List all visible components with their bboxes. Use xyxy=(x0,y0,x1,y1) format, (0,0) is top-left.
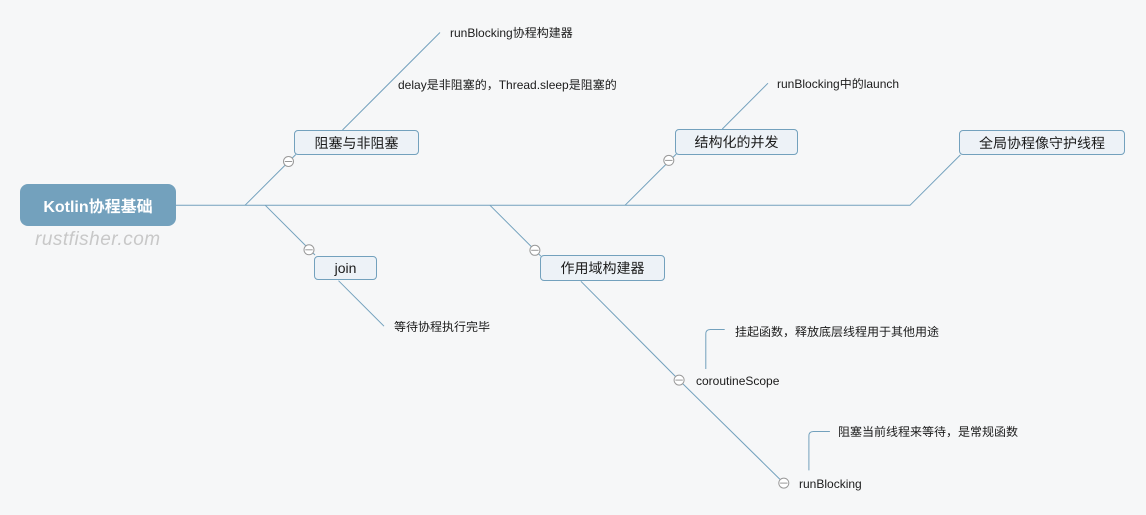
branch-node-join[interactable]: join xyxy=(314,256,377,280)
text-node-suspend-releases-thread[interactable]: 挂起函数，释放底层线程用于其他用途 xyxy=(735,324,940,339)
connector-children-structured xyxy=(721,82,769,130)
branch-node-scope-builders[interactable]: 作用域构建器 xyxy=(540,255,665,281)
collapse-icon-coroutinescope[interactable] xyxy=(673,374,685,386)
connector-elbow-runblocking xyxy=(808,431,830,471)
watermark: rustfisher.com xyxy=(35,229,161,250)
collapse-icon-structured[interactable] xyxy=(663,154,675,166)
connector-spine xyxy=(176,154,961,206)
collapse-icon-blocking[interactable] xyxy=(283,156,294,167)
branch-node-blocking-vs-nonblocking[interactable]: 阻塞与非阻塞 xyxy=(294,130,419,155)
collapse-icon-runblocking[interactable] xyxy=(778,477,790,489)
collapse-icon-scope[interactable] xyxy=(529,244,541,256)
branch-node-structured-concurrency[interactable]: 结构化的并发 xyxy=(675,129,798,155)
text-node-runblocking-scope[interactable]: runBlocking xyxy=(799,477,862,491)
collapse-icon-join[interactable] xyxy=(303,244,315,256)
root-node[interactable]: Kotlin协程基础 xyxy=(20,184,176,226)
text-node-runblocking-launch[interactable]: runBlocking中的launch xyxy=(777,77,900,91)
connector-children-blocking xyxy=(342,32,441,131)
connector-elbow-coroutinescope xyxy=(705,329,725,369)
text-node-join-waits-completion[interactable]: 等待协程执行完毕 xyxy=(394,319,491,334)
branch-node-global-coroutine-daemon[interactable]: 全局协程像守护线程 xyxy=(959,130,1125,155)
text-node-delay-nonblocking[interactable]: delay是非阻塞的，Thread.sleep是阻塞的 xyxy=(398,78,617,92)
text-node-blocks-current-thread[interactable]: 阻塞当前线程来等待，是常规函数 xyxy=(838,425,1019,439)
text-node-runblocking-builder[interactable]: runBlocking协程构建器 xyxy=(450,25,573,40)
connector-children-join xyxy=(338,280,385,327)
text-node-coroutinescope[interactable]: coroutineScope xyxy=(696,374,780,388)
